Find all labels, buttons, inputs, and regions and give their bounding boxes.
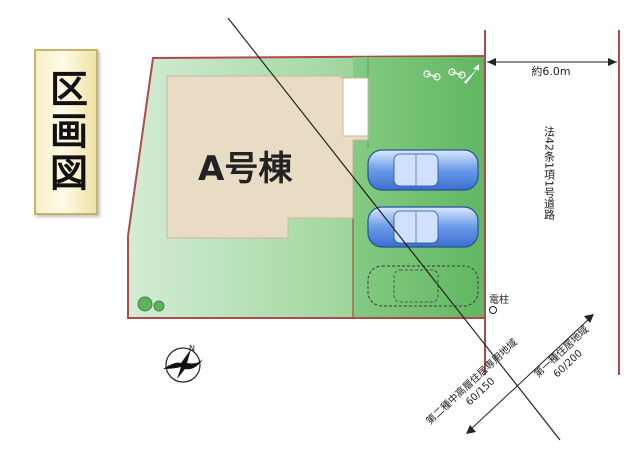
- plan-title: 区画図: [43, 69, 89, 195]
- north-mark: N: [189, 344, 195, 353]
- zone-arrow-line: [469, 317, 591, 431]
- title-plaque: 区画図: [34, 49, 98, 215]
- utility-pole-label: 電柱: [489, 293, 509, 306]
- balcony: [342, 77, 369, 137]
- house-footprint: [166, 75, 369, 239]
- road-type-label: 法42条1項1号道路: [543, 125, 556, 221]
- zone-left-name: 第二種中高層住居専用地域: [423, 336, 520, 427]
- car-1: [367, 149, 479, 191]
- zone-boundary-line: [227, 17, 561, 441]
- shrub: [153, 300, 165, 312]
- entry-arrow-icon: [464, 64, 479, 84]
- car-2: [367, 206, 479, 248]
- dimension-arrow-left-icon: [487, 58, 496, 66]
- zone-arrow-head-left-icon: [466, 425, 476, 434]
- utility-pole-icon: [489, 306, 497, 314]
- road-width-label: 約6.0m: [531, 64, 570, 78]
- zone-arrow-head-right-icon: [584, 314, 594, 323]
- shrub: [137, 296, 153, 312]
- dimension-arrow-right-icon: [608, 58, 617, 66]
- building-label: A号棟: [198, 149, 293, 189]
- bicycle-icon: [423, 68, 466, 81]
- north-compass-icon: N: [163, 344, 203, 383]
